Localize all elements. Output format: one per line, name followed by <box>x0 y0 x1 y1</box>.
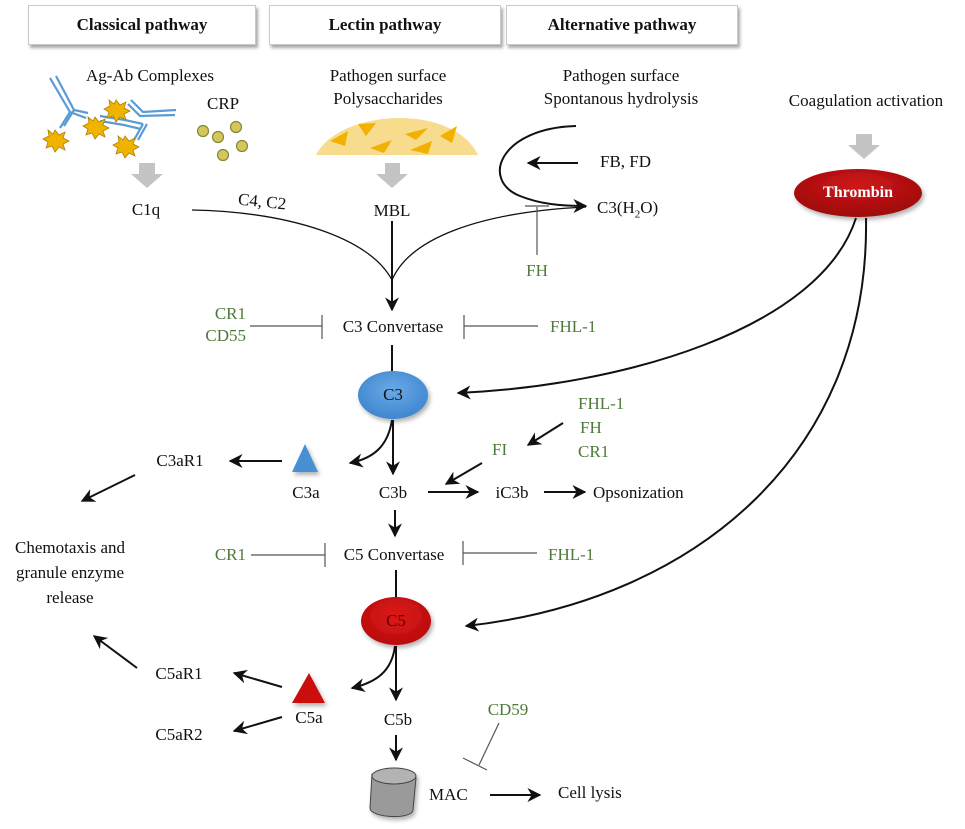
c5-to-c5a-arrow <box>350 645 396 692</box>
c3a-label: C3a <box>292 483 320 502</box>
header-alternative-pathway: Alternative pathway <box>506 5 738 45</box>
fi-to-c3b-arrow <box>444 462 483 485</box>
fh-inhibitor-label: FH <box>526 261 548 280</box>
alternative-trigger-line2: Spontanous hydrolysis <box>543 89 699 108</box>
thrombin-label: Thrombin <box>823 184 893 201</box>
trigger-arrow-coagulation <box>848 134 880 159</box>
pathogen-polysaccharide-icon <box>316 118 478 155</box>
ag-ab-complexes-label: Ag-Ab Complexes <box>86 66 214 85</box>
cr1-cofactor-label: CR1 <box>578 442 610 461</box>
header-classical-label: Classical pathway <box>76 15 208 34</box>
cell-lysis-label: Cell lysis <box>558 783 622 802</box>
c3-h2o-label: C3(H2O) <box>597 198 658 224</box>
c5-convertase-label: C5 Convertase <box>343 545 445 564</box>
c3-h2o-main: C3(H <box>597 198 635 217</box>
c3b-label: C3b <box>378 483 408 502</box>
c5-label: C5 <box>386 611 406 630</box>
c3-label: C3 <box>383 385 403 404</box>
fhl1-cofactor-label: FHL-1 <box>578 394 625 413</box>
crp-label: CRP <box>207 94 240 113</box>
cd59-inhibition-bar <box>462 757 488 771</box>
c5-node <box>361 597 431 645</box>
trigger-arrow-lectin <box>376 163 408 188</box>
cr1-c5conv-label: CR1 <box>214 545 246 564</box>
c3ar1-label: C3aR1 <box>156 451 204 470</box>
c5b-label: C5b <box>383 710 413 729</box>
c3-h2o-subscript: 2 <box>634 208 641 221</box>
c5a-label: C5a <box>295 708 323 727</box>
c3-h2o-end: O) <box>640 198 659 217</box>
fhl1-c5conv-label: FHL-1 <box>548 545 595 564</box>
coagulation-activation-label: Coagulation activation <box>788 91 944 110</box>
header-lectin-label: Lectin pathway <box>328 15 442 34</box>
cd55-label: CD55 <box>205 326 246 345</box>
lectin-trigger-line1: Pathogen surface <box>329 66 447 85</box>
header-alternative-label: Alternative pathway <box>547 15 697 34</box>
alternative-trigger-line1: Pathogen surface <box>562 66 680 85</box>
fi-label: FI <box>492 440 508 459</box>
antigen-icon <box>42 99 140 159</box>
ic3b-label: iC3b <box>495 483 529 502</box>
cd59-label: CD59 <box>487 700 529 719</box>
thrombin-node <box>794 169 922 217</box>
classical-to-convertase-line <box>191 209 393 281</box>
thrombin-to-c5-arrow <box>464 217 868 632</box>
trigger-arrow-classical <box>131 163 163 188</box>
c3ar1-to-chemotaxis-arrow <box>80 474 136 502</box>
fh-cofactor-label: FH <box>580 418 602 437</box>
lectin-trigger-line2: Polysaccharides <box>333 89 443 108</box>
alternative-to-convertase-line <box>391 206 587 281</box>
c5a-to-c5ar2-arrow <box>232 716 283 735</box>
cd59-inhibition-line <box>478 722 500 766</box>
c3a-triangle <box>292 444 318 472</box>
cofactors-to-fi-arrow <box>526 422 564 446</box>
opsonization-label: Opsonization <box>593 483 684 502</box>
alternative-amplification-loop <box>498 125 588 213</box>
mac-cylinder-icon <box>369 767 417 817</box>
mbl-label: MBL <box>373 201 411 220</box>
c5ar1-label: C5aR1 <box>155 664 203 683</box>
header-classical-pathway: Classical pathway <box>28 5 256 45</box>
fhl1-c3conv-label: FHL-1 <box>550 317 597 336</box>
chemotaxis-line2: granule enzyme <box>15 563 125 582</box>
c3-node <box>358 371 428 419</box>
cr1-cd55-inhibitors: CR1 CD55 <box>205 303 246 347</box>
fb-fd-label: FB, FD <box>600 152 652 171</box>
c5a-to-c5ar1-arrow <box>232 669 283 688</box>
c5ar1-to-chemotaxis-arrow <box>92 635 138 669</box>
c1q-label: C1q <box>131 200 161 219</box>
mac-label: MAC <box>429 785 468 804</box>
chemotaxis-line1: Chemotaxis and <box>14 538 126 557</box>
header-lectin-pathway: Lectin pathway <box>269 5 501 45</box>
c3-convertase-label: C3 Convertase <box>342 317 444 336</box>
thrombin-to-c3-arrow <box>456 217 857 400</box>
chemotaxis-outcome: Chemotaxis and granule enzyme release <box>15 535 125 610</box>
fi-cofactors: FHL-1 FH CR1 <box>578 392 624 464</box>
chemotaxis-line3: release <box>46 588 94 607</box>
c5a-triangle <box>292 673 325 703</box>
c3-to-c3a-arrow <box>348 419 393 468</box>
cr1-label: CR1 <box>214 304 246 323</box>
c5ar2-label: C5aR2 <box>155 725 203 744</box>
crp-icon <box>196 120 249 162</box>
